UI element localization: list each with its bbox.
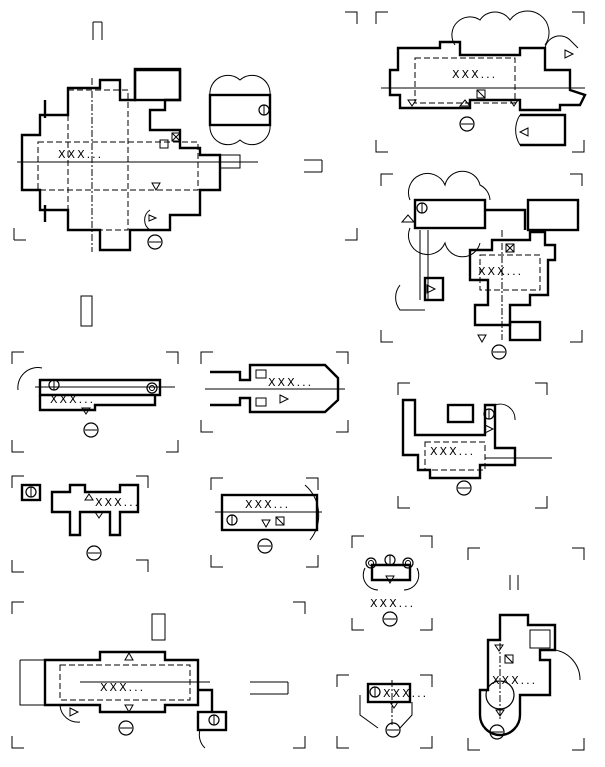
room-label: XXX... [50,393,95,406]
plan-right-bottom: XXX... [467,547,585,751]
room-label: XXX... [452,68,497,81]
room-label: XXX... [100,681,145,694]
plan-right-lower: XXX... [397,382,552,509]
plan-bottom-center: XXX... [336,674,433,749]
plan-small-center-2: XXX... [210,477,322,568]
room-label: XXX... [370,597,415,610]
plan-fragment-rotunda [208,74,323,173]
room-label: XXX... [245,498,290,511]
plan-right-middle: XXX... [380,170,583,360]
plan-large-cross-left: XXX... [13,11,358,327]
room-label: XXX... [492,674,537,687]
room-label: XXX... [58,148,103,161]
plan-small-left-1: XXX... [11,351,179,453]
plan-small-center-1: XXX... [200,351,349,433]
plan-bottom-left: XXX... [11,601,306,749]
room-label: XXX... [383,687,428,700]
room-label: XXX... [430,445,475,458]
plan-tiny-center: XXX... [351,535,433,631]
room-label: XXX... [95,496,140,509]
plan-top-right: XXX... [375,10,587,153]
room-label: XXX... [478,265,523,278]
room-label: XXX... [268,376,313,389]
plan-small-left-2: XXX... [11,475,149,573]
